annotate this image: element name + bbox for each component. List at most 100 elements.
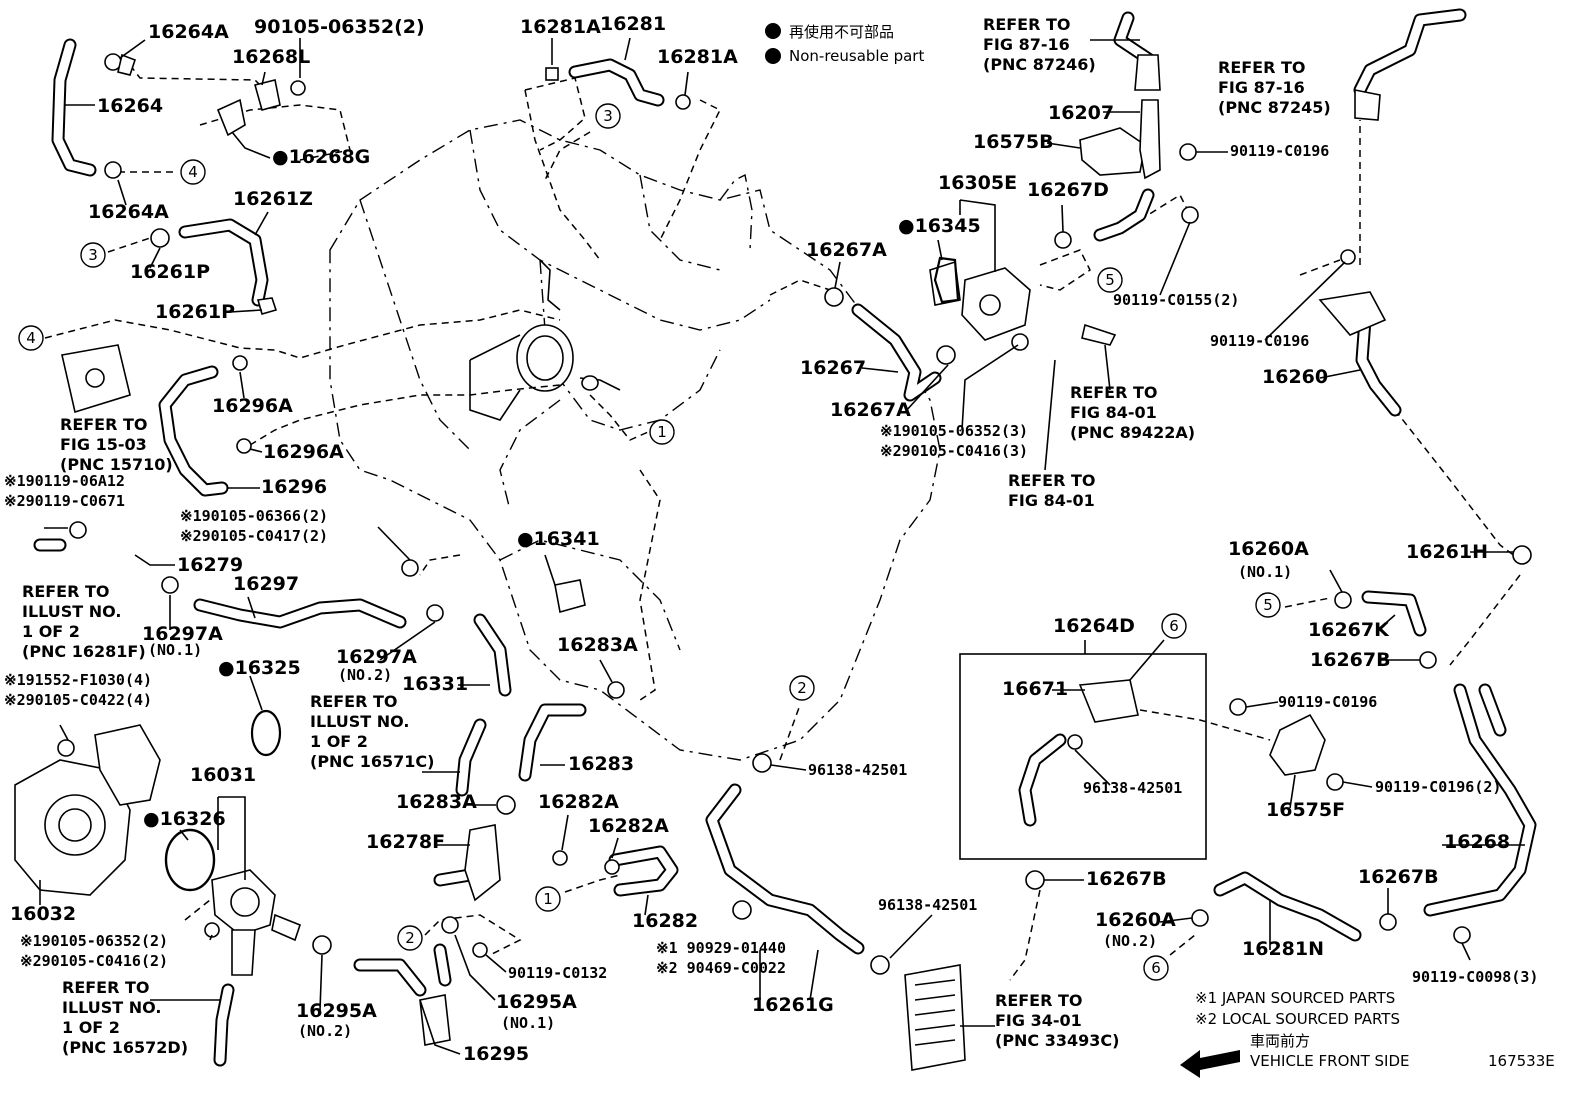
reference-line: REFER TO	[1008, 471, 1096, 490]
part-label: 16281N	[1242, 938, 1324, 960]
part-label: 16283	[568, 753, 634, 775]
part-label: 16264	[97, 95, 163, 117]
part-label: 16260A	[1095, 909, 1176, 931]
engine-outline	[329, 119, 941, 761]
fastener-label: ※2 90469-C0022	[656, 959, 786, 977]
fastener-label: ※190105-06352(3)	[880, 422, 1028, 440]
part-label: ●16326	[143, 808, 226, 830]
part-label: 16296	[261, 476, 327, 498]
connection-marker-circle	[535, 886, 561, 912]
front-arrow-icon	[1180, 1050, 1240, 1078]
part-label: 16575B	[973, 131, 1054, 153]
part-label: ●16268G	[272, 146, 370, 168]
reference-line: 1 OF 2	[62, 1018, 120, 1037]
fastener-label: ※290105-C0416(3)	[880, 442, 1028, 460]
fastener-label: 90119-C0196(2)	[1375, 778, 1501, 796]
fastener-label: 96138-42501	[878, 896, 977, 914]
part-label: ●16325	[218, 657, 301, 679]
fastener-label: ※190105-06366(2)	[180, 507, 328, 525]
fastener-label: ※1 90929-01440	[656, 939, 786, 957]
reference-line: (PNC 89422A)	[1070, 423, 1195, 442]
reference-line: ILLUST NO.	[62, 998, 162, 1017]
part-label: 16297A	[336, 646, 417, 668]
fastener-label: ※191552-F1030(4)	[4, 671, 152, 689]
reference-line: 1 OF 2	[310, 732, 368, 751]
reference-line: REFER TO	[60, 415, 148, 434]
part-label: 16267A	[830, 399, 911, 421]
fastener-label: (NO.2)	[338, 666, 392, 684]
part-label: 16295A	[296, 1000, 377, 1022]
parts	[14, 53, 1532, 1071]
reference-line: (PNC 16572D)	[62, 1038, 188, 1057]
part-label: 16297	[233, 573, 299, 595]
part-label: 16267K	[1308, 619, 1390, 641]
connection-marker-circle	[397, 925, 423, 951]
connection-marker-circle	[1143, 955, 1169, 981]
connection-marker-number: 3	[88, 246, 98, 264]
part-label: 16261P	[130, 261, 210, 283]
reference-line: FIG 15-03	[60, 435, 147, 454]
part-label: 16331	[402, 673, 468, 695]
hoses	[33, 8, 1537, 1067]
part-label: ●16341	[517, 528, 600, 550]
part-label: 16264A	[88, 201, 169, 223]
front-label-jp: 車両前方	[1250, 1032, 1310, 1050]
reference-line: ILLUST NO.	[22, 602, 122, 621]
fastener-label: 90119-C0196	[1210, 332, 1309, 350]
fastener-label: 90119-C0196	[1278, 693, 1377, 711]
part-label: 16297A	[142, 623, 223, 645]
fastener-labels: (NO.1)(NO.2)(NO.1)(NO.2)(NO.1)(NO.2)9613…	[4, 142, 1538, 1040]
part-label: 16282A	[588, 815, 669, 837]
part-label: 16267D	[1027, 179, 1109, 201]
fastener-label: ※190119-06A12	[4, 472, 125, 490]
reference-line: REFER TO	[1218, 58, 1306, 77]
part-label: 16282A	[538, 791, 619, 813]
part-number-labels: 16264A 90105-06352(2) 16268L 16264 ●16268G 16…	[10, 13, 1510, 1065]
part-label: 16261H	[1406, 541, 1488, 563]
part-label: 16305E	[938, 172, 1017, 194]
fastener-label: (NO.1)	[148, 641, 202, 659]
connection-marker-circle	[595, 103, 621, 129]
fastener-label: ※190105-06352(2)	[20, 932, 168, 950]
part-label: 16283A	[557, 634, 638, 656]
legend-en: Non-reusable part	[789, 47, 924, 65]
fastener-label: ※290105-C0416(2)	[20, 952, 168, 970]
sensor-kit-frame	[959, 653, 1207, 860]
fastener-label: 90119-C0132	[508, 964, 607, 982]
part-label: 16267B	[1086, 868, 1167, 890]
part-label: 16032	[10, 903, 76, 925]
leader-lines	[39, 37, 1525, 1055]
part-label: 16268L	[232, 46, 310, 68]
connection-marker-number: 3	[603, 107, 613, 125]
part-label: 16261G	[752, 994, 834, 1016]
reference-line: FIG 87-16	[983, 35, 1070, 54]
fastener-label: (NO.1)	[1238, 563, 1292, 581]
fastener-label: 96138-42501	[1083, 779, 1182, 797]
fastener-label: ※290105-C0422(4)	[4, 691, 152, 709]
connection-marker-circle	[1097, 267, 1123, 293]
part-label: 16267A	[806, 239, 887, 261]
reference-line: REFER TO	[310, 692, 398, 711]
connection-marker-number: 4	[188, 163, 198, 181]
part-label: 16278F	[366, 831, 445, 853]
connection-marker-circle	[180, 159, 206, 185]
fastener-label: 90119-C0098(3)	[1412, 968, 1538, 986]
reference-line: (PNC 87246)	[983, 55, 1096, 74]
connection-marker-number: 1	[657, 423, 667, 441]
legend-dot-jp	[765, 23, 781, 39]
part-label: 90105-06352(2)	[254, 16, 425, 38]
connection-marker-circle	[649, 419, 675, 445]
reference-line: (PNC 33493C)	[995, 1031, 1119, 1050]
reference-line: (PNC 15710)	[60, 455, 173, 474]
reference-line: (PNC 16571C)	[310, 752, 434, 771]
part-label: 16260A	[1228, 538, 1309, 560]
reference-line: REFER TO	[62, 978, 150, 997]
reference-line: FIG 84-01	[1070, 403, 1157, 422]
connection-marker-circle	[1255, 592, 1281, 618]
fastener-label: ※290119-C0671	[4, 492, 125, 510]
